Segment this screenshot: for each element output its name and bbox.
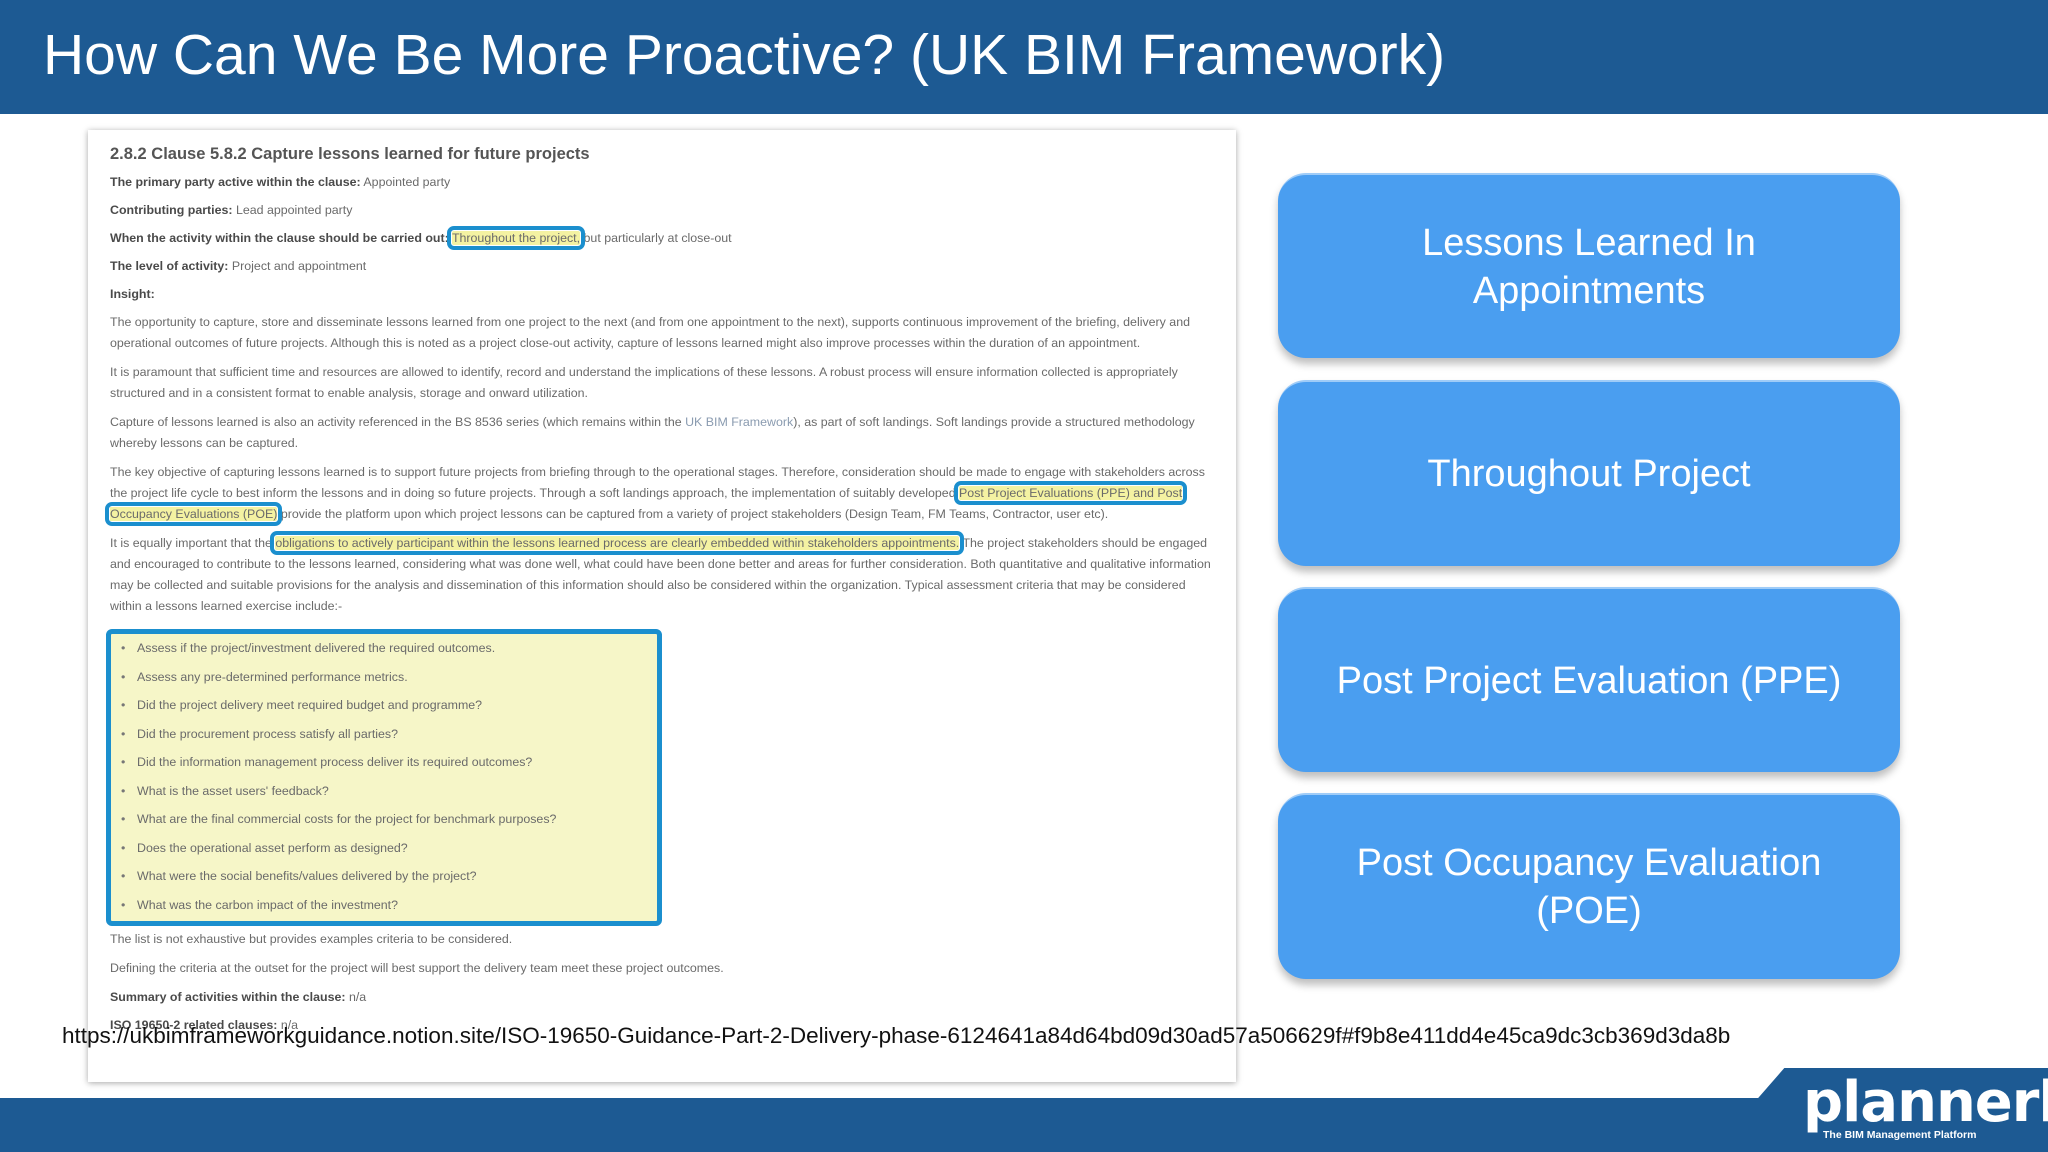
primary-party-value: Appointed party bbox=[363, 175, 451, 189]
criteria-item: What is the asset users' feedback? bbox=[121, 777, 651, 806]
paragraph-5: It is equally important that the obligat… bbox=[110, 531, 1214, 617]
paragraph-4: The key objective of capturing lessons l… bbox=[104, 462, 1214, 526]
summary-line: Summary of activities within the clause:… bbox=[110, 987, 1214, 1008]
plannerly-logo: plannerly bbox=[1803, 1070, 2048, 1135]
related-label: ISO 19650-2 related clauses: bbox=[110, 1018, 278, 1032]
related-value: n/a bbox=[280, 1018, 299, 1032]
paragraph-1: The opportunity to capture, store and di… bbox=[110, 315, 1190, 350]
insight-label: Insight: bbox=[110, 287, 155, 301]
contributing-value: Lead appointed party bbox=[235, 203, 353, 217]
throughout-project-button[interactable]: Throughout Project bbox=[1278, 380, 1900, 566]
when-label: When the activity within the clause shou… bbox=[110, 231, 449, 245]
level-line: The level of activity: Project and appoi… bbox=[110, 256, 1214, 277]
paragraph-3: Capture of lessons learned is also an ac… bbox=[110, 412, 1214, 454]
level-label: The level of activity: bbox=[110, 259, 229, 273]
footer-logo-tab bbox=[1755, 1068, 2048, 1152]
paragraph-4-text-b: provide the platform upon which project … bbox=[280, 507, 1109, 521]
paragraph-3-text-a: Capture of lessons learned is also an ac… bbox=[110, 415, 682, 429]
summary-label: Summary of activities within the clause: bbox=[110, 990, 346, 1004]
slide-title: How Can We Be More Proactive? (UK BIM Fr… bbox=[43, 23, 1446, 87]
criteria-list: Assess if the project/investment deliver… bbox=[106, 629, 662, 926]
when-highlight: Throughout the project, bbox=[446, 226, 586, 250]
primary-party-label: The primary party active within the clau… bbox=[110, 175, 361, 189]
contributing-line: Contributing parties: Lead appointed par… bbox=[110, 200, 1214, 221]
criteria-item: What were the social benefits/values del… bbox=[121, 862, 651, 891]
criteria-item: Assess any pre-determined performance me… bbox=[121, 663, 651, 692]
uk-bim-framework-link[interactable]: UK BIM Framework bbox=[685, 415, 794, 429]
logo-tagline: The BIM Management Platform bbox=[1823, 1129, 1977, 1141]
footer-bar bbox=[0, 1098, 2048, 1152]
when-line: When the activity within the clause shou… bbox=[110, 226, 1214, 250]
document-heading: 2.8.2 Clause 5.8.2 Capture lessons learn… bbox=[110, 145, 590, 163]
criteria-item: Did the information management process d… bbox=[121, 748, 651, 777]
paragraph-5-text-a: It is equally important that the bbox=[110, 536, 272, 550]
source-url: https://ukbimframeworkguidance.notion.si… bbox=[62, 1023, 1731, 1048]
paragraph-5-text-b: The project stakeholders should be engag… bbox=[110, 536, 1211, 613]
primary-party-line: The primary party active within the clau… bbox=[110, 172, 1214, 193]
document-screenshot: 2.8.2 Clause 5.8.2 Capture lessons learn… bbox=[88, 130, 1236, 1082]
criteria-item: Did the project delivery meet required b… bbox=[121, 691, 651, 720]
paragraph-3-text-b: ), as part of soft landings. Soft landin… bbox=[110, 415, 1195, 450]
insight-line: Insight: bbox=[110, 284, 1214, 305]
criteria-item: What was the carbon impact of the invest… bbox=[121, 891, 651, 920]
paragraph-2: It is paramount that sufficient time and… bbox=[110, 365, 1178, 400]
criteria-item: What are the final commercial costs for … bbox=[121, 805, 651, 834]
lessons-learned-in-appointments-button[interactable]: Lessons Learned In Appointments bbox=[1278, 173, 1900, 358]
summary-value: n/a bbox=[348, 990, 367, 1004]
criteria-item: Assess if the project/investment deliver… bbox=[121, 634, 651, 663]
obligations-highlight: obligations to actively participant with… bbox=[270, 531, 965, 555]
post-occupancy-evaluation-button[interactable]: Post Occupancy Evaluation (POE) bbox=[1278, 793, 1900, 979]
header-bar: How Can We Be More Proactive? (UK BIM Fr… bbox=[0, 0, 2048, 114]
paragraph-6: The list is not exhaustive but provides … bbox=[110, 932, 513, 946]
when-rest: but particularly at close-out bbox=[583, 231, 732, 245]
criteria-item: Did the procurement process satisfy all … bbox=[121, 720, 651, 749]
level-value: Project and appointment bbox=[231, 259, 367, 273]
paragraph-7: Defining the criteria at the outset for … bbox=[110, 961, 724, 975]
criteria-item: Does the operational asset perform as de… bbox=[121, 834, 651, 863]
related-clauses-line: ISO 19650-2 related clauses: n/a bbox=[110, 1015, 1214, 1036]
paragraph-4-text-a: The key objective of capturing lessons l… bbox=[110, 465, 1205, 500]
post-project-evaluation-button[interactable]: Post Project Evaluation (PPE) bbox=[1278, 587, 1900, 772]
contributing-label: Contributing parties: bbox=[110, 203, 233, 217]
